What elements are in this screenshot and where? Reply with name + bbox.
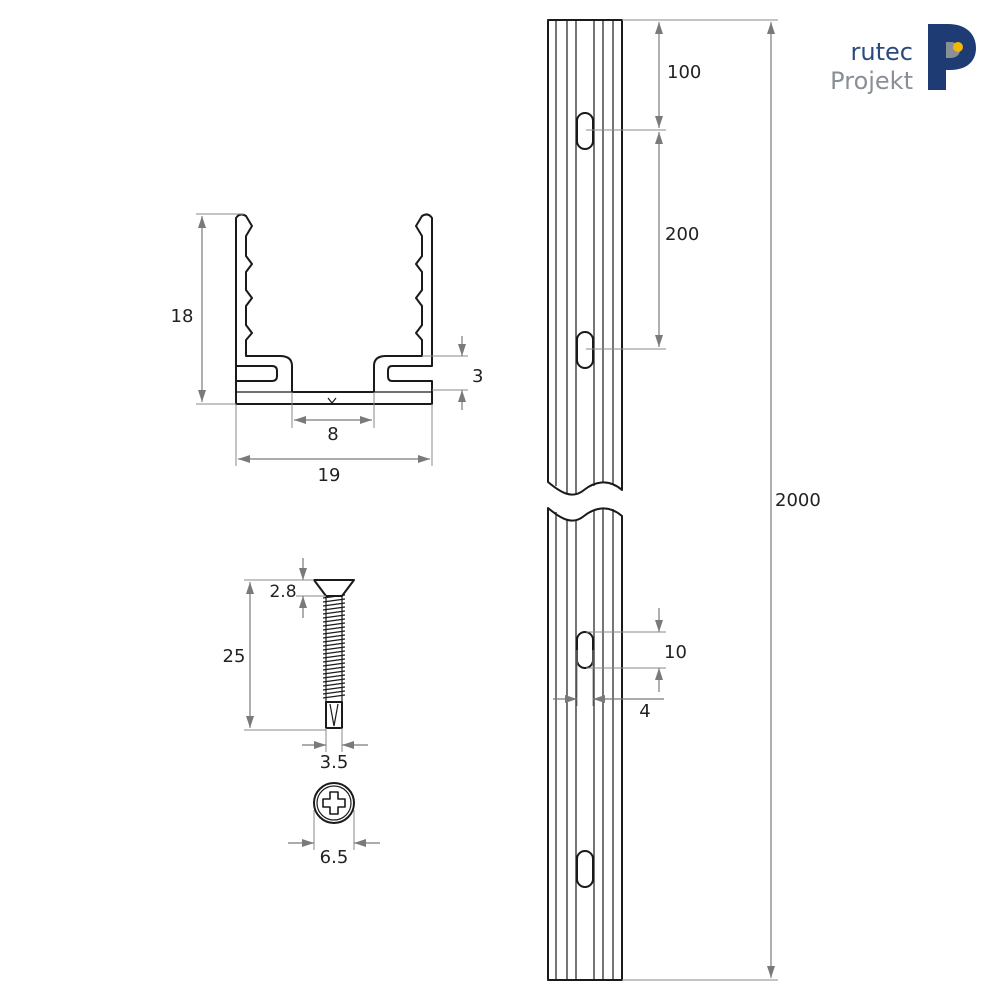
dim-label-rail-hole-length: 10 — [664, 642, 687, 663]
thread-line — [322, 686, 346, 691]
thread-line — [322, 602, 346, 607]
screw-head — [313, 579, 355, 597]
dim-label-rail-hole-spacing: 200 — [665, 224, 699, 245]
thread-line — [322, 682, 346, 687]
thread-line — [322, 666, 346, 671]
dim-label-profile-slot: 3 — [472, 366, 483, 387]
thread-line — [322, 678, 346, 683]
thread-line — [322, 626, 346, 631]
phillips-cross-icon — [322, 791, 346, 815]
logo-line-2: Projekt — [830, 67, 913, 95]
thread-line — [322, 594, 346, 599]
rail-slot-4 — [576, 850, 594, 888]
thread-line — [322, 642, 346, 647]
thread-line — [322, 646, 346, 651]
rail-slot-2 — [576, 331, 594, 369]
u-profile-slot-left — [236, 365, 278, 382]
thread-line — [322, 610, 346, 615]
thread-line — [322, 654, 346, 659]
thread-line — [322, 622, 346, 627]
dim-label-screw-head-diameter: 6.5 — [320, 847, 349, 868]
screw-drawing: 2.8 25 3.5 6.5 — [223, 558, 380, 868]
dim-label-screw-length: 25 — [223, 646, 246, 667]
thread-line — [322, 650, 346, 655]
thread-line — [322, 690, 346, 695]
dim-label-rail-total-length: 2000 — [775, 490, 821, 511]
thread-line — [322, 634, 346, 639]
thread-line — [322, 694, 346, 699]
dim-label-rail-first-hole: 100 — [667, 62, 701, 83]
screw-head-top-view — [313, 782, 355, 824]
dim-label-rail-hole-width: 4 — [639, 701, 650, 722]
dim-label-profile-inner: 8 — [327, 424, 338, 445]
thread-line — [322, 658, 346, 663]
thread-line — [322, 674, 346, 679]
thread-line — [322, 670, 346, 675]
brand-logo: rutec Projekt — [830, 24, 976, 95]
rail-slot-3 — [576, 631, 594, 669]
u-profile-outline — [235, 213, 433, 405]
rail-lower-section — [547, 507, 623, 981]
logo-dot-icon — [953, 42, 963, 52]
dim-label-profile-height: 18 — [171, 306, 194, 327]
thread-line — [322, 614, 346, 619]
rail-slot-1 — [576, 112, 594, 150]
thread-line — [322, 618, 346, 623]
thread-line — [322, 662, 346, 667]
thread-line — [322, 598, 346, 603]
dim-label-screw-diameter: 3.5 — [320, 752, 349, 773]
rail-drawing: 100 200 2000 10 4 — [547, 19, 821, 981]
dim-label-screw-head-height: 2.8 — [269, 582, 296, 602]
screw-threads — [322, 594, 346, 699]
thread-line — [322, 630, 346, 635]
dim-label-profile-width: 19 — [318, 465, 341, 486]
logo-line-1: rutec — [851, 38, 913, 66]
thread-line — [322, 638, 346, 643]
thread-line — [322, 606, 346, 611]
rail-upper-section — [547, 19, 623, 496]
u-profile-section: 18 3 8 19 — [171, 213, 483, 486]
